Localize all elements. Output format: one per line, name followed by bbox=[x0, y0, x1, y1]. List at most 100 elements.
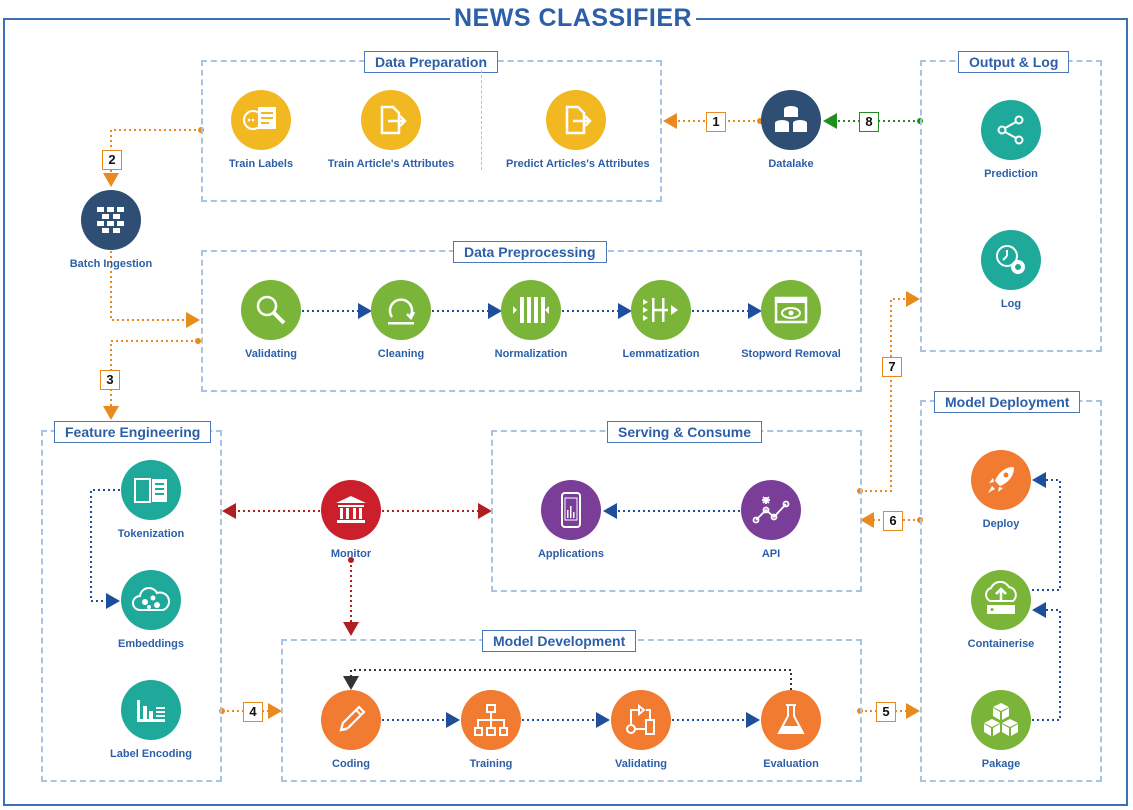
batch-grid-icon bbox=[81, 190, 141, 250]
eye-window-icon bbox=[761, 280, 821, 340]
cloud-network-icon bbox=[121, 570, 181, 630]
graph-nodes-icon bbox=[981, 100, 1041, 160]
step-7-badge: 7 bbox=[882, 357, 902, 377]
train-labels-label: Train Labels bbox=[228, 158, 294, 170]
prediction-label: Prediction bbox=[984, 168, 1038, 180]
node-containerise: Containerise bbox=[931, 570, 1071, 650]
magnifier-icon bbox=[241, 280, 301, 340]
flow-3 bbox=[103, 340, 198, 420]
book-icon bbox=[121, 460, 181, 520]
flask-icon bbox=[761, 690, 821, 750]
node-label-encoding: Label Encoding bbox=[81, 680, 221, 760]
clock-gear-icon bbox=[981, 230, 1041, 290]
flow-2 bbox=[103, 129, 201, 187]
cloud-upload-icon bbox=[971, 570, 1031, 630]
flow-feedback bbox=[343, 669, 792, 690]
embeddings-label: Embeddings bbox=[117, 638, 184, 650]
node-tokenization: Tokenization bbox=[81, 460, 221, 540]
node-lemmatization: Lemmatization bbox=[591, 280, 731, 360]
database-icon bbox=[761, 90, 821, 150]
group-title-data-preparation: Data Preparation bbox=[364, 51, 499, 73]
node-predict-attributes: Predict Articles's Attributes bbox=[506, 90, 650, 170]
step-8-badge: 8 bbox=[859, 112, 879, 132]
rocket-icon bbox=[971, 450, 1031, 510]
lemmatization-label: Lemmatization bbox=[622, 348, 700, 360]
node-validating-dev: Validating bbox=[571, 690, 711, 770]
step-2-badge: 2 bbox=[102, 150, 122, 170]
group-title-feature-engineering: Feature Engineering bbox=[54, 421, 212, 443]
mobile-icon bbox=[541, 480, 601, 540]
node-evaluation: Evaluation bbox=[721, 690, 861, 770]
cleaning-label: Cleaning bbox=[377, 348, 425, 360]
node-train-labels: Train Labels bbox=[191, 90, 331, 170]
pakage-label: Pakage bbox=[981, 758, 1021, 770]
node-datalake: Datalake bbox=[721, 90, 861, 170]
step-4-badge: 4 bbox=[243, 702, 263, 722]
node-monitor: Monitor bbox=[281, 480, 421, 560]
node-train-attributes: Train Article's Attributes bbox=[321, 90, 461, 170]
deploy-label: Deploy bbox=[982, 518, 1020, 530]
training-label: Training bbox=[469, 758, 513, 770]
train-attributes-label: Train Article's Attributes bbox=[327, 158, 455, 170]
log-label: Log bbox=[1000, 298, 1022, 310]
normalization-label: Normalization bbox=[494, 348, 568, 360]
stopword-removal-label: Stopword Removal bbox=[741, 348, 841, 360]
institution-icon bbox=[321, 480, 381, 540]
node-log: Log bbox=[941, 230, 1081, 310]
data-preparation-divider bbox=[481, 70, 482, 170]
node-cleaning: Cleaning bbox=[331, 280, 471, 360]
train-labels-icon bbox=[231, 90, 291, 150]
group-title-data-preprocessing: Data Preprocessing bbox=[453, 241, 607, 263]
group-title-output-log: Output & Log bbox=[958, 51, 1070, 73]
evaluation-label: Evaluation bbox=[763, 758, 819, 770]
monitor-label: Monitor bbox=[330, 548, 372, 560]
step-5-badge: 5 bbox=[876, 702, 896, 722]
branch-icon bbox=[631, 280, 691, 340]
datalake-label: Datalake bbox=[768, 158, 814, 170]
api-label: API bbox=[761, 548, 781, 560]
bar-chart-icon bbox=[121, 680, 181, 740]
cubes-icon bbox=[971, 690, 1031, 750]
flow-7 bbox=[860, 291, 920, 492]
label-encoding-label: Label Encoding bbox=[110, 748, 192, 760]
page-title: NEWS CLASSIFIER bbox=[450, 4, 697, 33]
node-validating-pre: Validating bbox=[201, 280, 341, 360]
api-network-icon bbox=[741, 480, 801, 540]
bars-icon bbox=[501, 280, 561, 340]
node-deploy: Deploy bbox=[931, 450, 1071, 530]
refresh-icon bbox=[371, 280, 431, 340]
containerise-label: Containerise bbox=[967, 638, 1035, 650]
applications-label: Applications bbox=[537, 548, 604, 560]
flow-pak-cont bbox=[1032, 602, 1061, 721]
group-title-model-deployment: Model Deployment bbox=[934, 391, 1081, 413]
pencil-icon bbox=[321, 690, 381, 750]
node-stopword-removal: Stopword Removal bbox=[721, 280, 861, 360]
file-export-icon bbox=[361, 90, 421, 150]
flow-check-icon bbox=[611, 690, 671, 750]
node-prediction: Prediction bbox=[941, 100, 1081, 180]
node-embeddings: Embeddings bbox=[81, 570, 221, 650]
node-api: API bbox=[701, 480, 841, 560]
flow-batch-pre bbox=[110, 246, 200, 328]
group-title-serving: Serving & Consume bbox=[607, 421, 763, 443]
flow-cont-dep bbox=[1032, 472, 1061, 591]
coding-label: Coding bbox=[332, 758, 370, 770]
file-export-icon bbox=[546, 90, 606, 150]
node-coding: Coding bbox=[281, 690, 421, 770]
step-6-badge: 6 bbox=[883, 511, 903, 531]
node-applications: Applications bbox=[501, 480, 641, 560]
hierarchy-icon bbox=[461, 690, 521, 750]
batch-ingestion-label: Batch Ingestion bbox=[69, 258, 153, 270]
node-batch-ingestion: Batch Ingestion bbox=[41, 190, 181, 270]
tokenization-label: Tokenization bbox=[117, 528, 185, 540]
predict-attributes-label: Predict Articles's Attributes bbox=[506, 158, 650, 170]
validating-pre-label: Validating bbox=[245, 348, 297, 360]
step-1-badge: 1 bbox=[706, 112, 726, 132]
node-pakage: Pakage bbox=[931, 690, 1071, 770]
node-normalization: Normalization bbox=[461, 280, 601, 360]
group-title-model-development: Model Development bbox=[482, 630, 637, 652]
node-training: Training bbox=[421, 690, 561, 770]
step-3-badge: 3 bbox=[100, 370, 120, 390]
validating-dev-label: Validating bbox=[615, 758, 667, 770]
